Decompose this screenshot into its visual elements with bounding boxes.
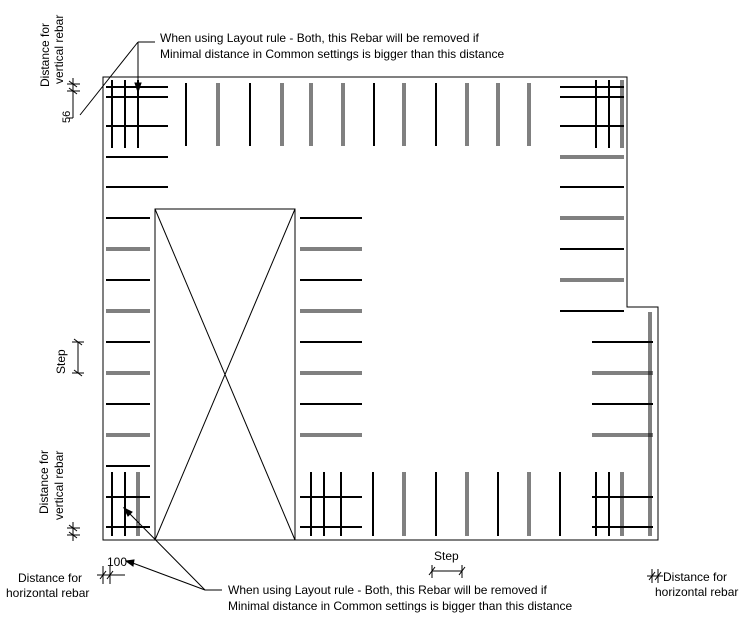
dim-horizontal-left xyxy=(97,566,125,584)
dist-horizontal-left-label-2: horizontal rebar xyxy=(6,586,89,600)
dist-vertical-top-label-2: vertical rebar xyxy=(52,15,66,84)
dim-step-left xyxy=(72,338,84,377)
rebar-group xyxy=(106,80,653,536)
dist-vertical-top-value: 56 xyxy=(61,111,73,123)
slab-outline xyxy=(102,76,659,541)
dim-step-bottom xyxy=(428,565,466,578)
note-bottom-line-1: When using Layout rule - Both, this Reba… xyxy=(228,583,547,597)
dim-vertical-top xyxy=(67,78,80,119)
step-left-label: Step xyxy=(54,349,68,374)
dim-vertical-bottom xyxy=(67,522,80,541)
dist-vertical-bottom-label-2: vertical rebar xyxy=(52,451,66,520)
note-top-line-1: When using Layout rule - Both, this Reba… xyxy=(160,31,479,45)
note-bottom-line-2: Minimal distance in Common settings is b… xyxy=(228,599,572,613)
dist-horizontal-right-label-1: Distance for xyxy=(663,570,727,584)
dist-horizontal-left-value: 100 xyxy=(107,555,127,569)
dist-horizontal-left-label-1: Distance for xyxy=(18,571,82,585)
note-top-line-2: Minimal distance in Common settings is b… xyxy=(160,47,504,61)
opening-symbol xyxy=(154,208,296,541)
step-bottom-label: Step xyxy=(434,549,459,563)
dist-vertical-top-label-1: Distance for xyxy=(38,23,52,87)
leader-top xyxy=(79,41,155,116)
leader-bottom xyxy=(122,506,222,591)
dist-vertical-bottom-label-1: Distance for xyxy=(37,450,51,514)
dist-horizontal-right-label-2: horizontal rebar xyxy=(655,585,738,599)
dim-horizontal-right xyxy=(647,569,663,583)
